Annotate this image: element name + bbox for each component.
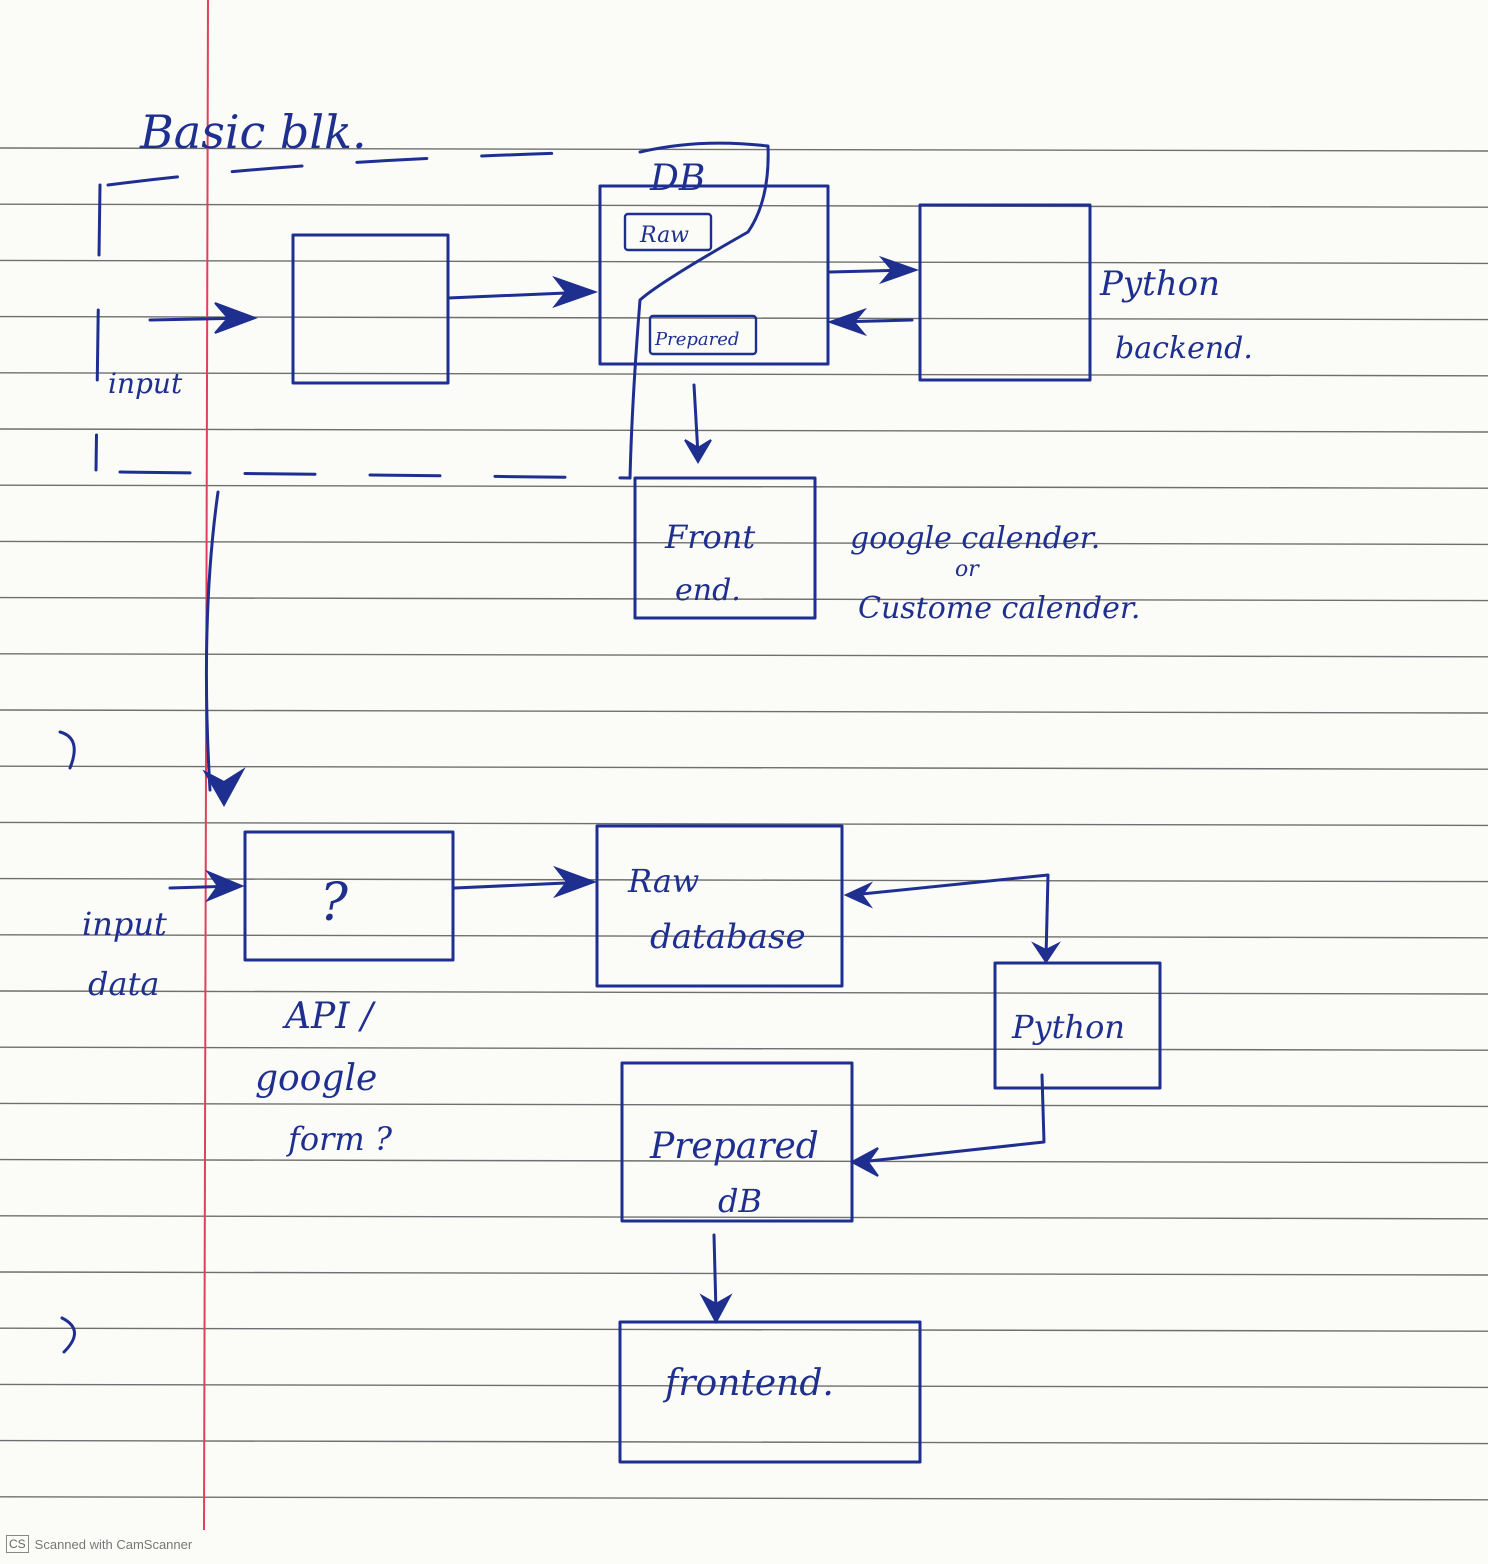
ruled-line [0,596,1488,602]
prepared-subbox [648,314,758,356]
ruled-line [0,484,1488,489]
ruled-line [0,540,1488,546]
bottom-frontend-label: frontend. [662,1363,834,1404]
margin-mark [58,730,76,770]
ruled-line [0,653,1488,658]
python-backend-block [918,203,1092,382]
python-block [993,961,1162,1090]
ruled-line [0,1271,1488,1276]
raw-database-block [595,824,844,988]
raw-database-label-line2: database [650,917,806,957]
calendar-note-or: or [955,557,980,582]
top-block-to-db-arrow [446,275,599,309]
raw-subbox [623,212,713,252]
db-label: DB [649,158,705,199]
python-label: Python [1011,1008,1125,1046]
scanner-footer: CS Scanned with CamScanner [6,1535,192,1553]
db-box [598,184,830,366]
ruled-line [0,765,1488,770]
ruled-line [0,934,1488,939]
ruled-line [0,1439,1488,1445]
margin-line [203,0,209,1531]
python-to-db-arrow [826,307,914,337]
raw-database-label-line1: Raw [627,862,699,900]
top-input-block [291,233,450,385]
api-to-raw-db-arrow [453,865,597,899]
api-block-symbol: ? [320,873,349,933]
python-backend-label-line2: backend. [1115,331,1253,366]
ruled-line [0,821,1488,827]
api-block [243,830,455,962]
bottom-input-label-line1: input [82,905,167,943]
scanner-text: Scanned with CamScanner [34,1536,193,1552]
bottom-input-arrow [168,869,245,903]
ruled-line [0,259,1488,265]
prepared-db-to-frontend-arrow [699,1233,733,1325]
db-to-python-arrow [828,255,920,285]
top-frontend-label-line2: end. [675,573,741,608]
python-to-raw-db-arrow [843,873,1061,964]
ruled-line [0,1158,1488,1164]
raw-label: Raw [639,223,689,248]
top-frontend-block [633,476,817,620]
python-backend-label-line1: Python [1099,264,1220,304]
ruled-line [0,1102,1488,1108]
ruled-line [0,1383,1488,1389]
ruled-line [0,147,1488,152]
margin-mark [60,1316,76,1354]
prepared-db-label-line1: Prepared [649,1126,819,1167]
python-to-prepared-db-arrow [849,1073,1046,1177]
ruled-line [0,990,1488,995]
ruled-line [0,372,1488,377]
bottom-frontend-block [618,1320,922,1464]
scanner-badge: CS [6,1535,29,1553]
ruled-line [0,1496,1488,1501]
ruled-line [0,203,1488,208]
top-input-label: input [108,367,183,400]
api-label-line2: google [255,1058,377,1099]
ruled-line [0,428,1488,433]
top-dashed-boundary [94,141,770,480]
calendar-note-line1: google calender. [850,521,1100,556]
ruled-line [0,877,1488,883]
top-input-arrow [148,302,258,334]
ruled-line [0,1215,1488,1220]
diagram-title: Basic blk. [139,105,367,159]
api-label-line1: API / [282,996,377,1037]
ruled-lines [0,147,1488,1501]
ruled-line [0,1327,1488,1332]
top-to-bottom-connector [202,490,246,808]
prepared-db-block [620,1061,854,1223]
bottom-input-label-line2: data [88,965,160,1003]
prepared-db-label-line2: dB [718,1182,762,1220]
api-label-line3: form ? [286,1120,393,1158]
db-to-frontend-arrow [684,383,712,464]
calendar-note-line2: Custome calender. [858,591,1140,626]
ruled-line [0,709,1488,714]
prepared-label: Prepared [654,329,739,350]
ruled-line [0,1046,1488,1051]
top-frontend-label-line1: Front [664,518,755,556]
